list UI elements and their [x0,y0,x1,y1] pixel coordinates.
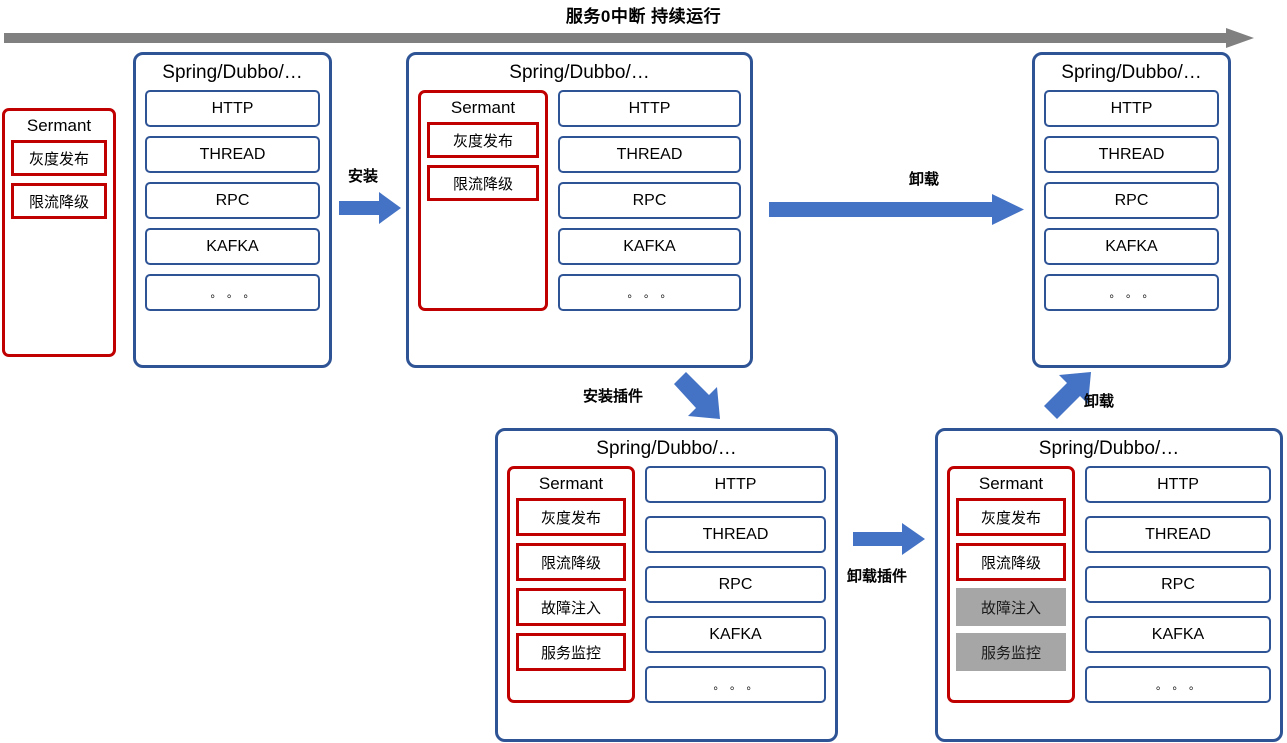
plugin-rate-limit[interactable]: 限流降级 [956,543,1066,581]
arrow-label-install-plugin: 安装插件 [583,388,644,405]
sermant-box: Sermant 灰度发布 限流降级 [418,90,548,311]
sermant-box: Sermant 灰度发布 限流降级 故障注入 服务监控 [507,466,635,703]
arrow-label-uninstall: 卸载 [909,171,940,188]
module-list: HTTP THREAD RPC KAFKA 。。。 [558,90,741,311]
plugin-gray-release[interactable]: 灰度发布 [956,498,1066,536]
module-http: HTTP [145,90,320,127]
module-more: 。。。 [1085,666,1271,703]
install-plugin-arrow-icon [674,372,720,419]
app-title: Spring/Dubbo/… [596,438,737,459]
module-kafka: KAFKA [645,616,826,653]
sermant-title: Sermant [26,116,92,135]
module-kafka: KAFKA [145,228,320,265]
plugin-gray-release[interactable]: 灰度发布 [11,140,107,176]
plugin-service-monitor[interactable]: 服务监控 [516,633,626,671]
arrow-label-install: 安装 [348,168,379,185]
module-list: HTTP THREAD RPC KAFKA 。。。 [145,90,320,311]
plugin-fault-injection[interactable]: 故障注入 [516,588,626,626]
plugin-service-monitor-disabled[interactable]: 服务监控 [956,633,1066,671]
module-thread: THREAD [1085,516,1271,553]
module-more: 。。。 [645,666,826,703]
app-container-four-plugins: Spring/Dubbo/… Sermant 灰度发布 限流降级 故障注入 服务… [495,428,838,742]
sermant-title: Sermant [450,98,516,117]
module-rpc: RPC [645,566,826,603]
uninstall-plugin-arrow-icon [853,523,925,555]
continuous-operation-timeline-arrow [4,28,1254,48]
plugin-fault-injection-disabled[interactable]: 故障注入 [956,588,1066,626]
app-container-plain-right: Spring/Dubbo/… HTTP THREAD RPC KAFKA 。。。 [1032,52,1231,368]
sermant-title: Sermant [978,474,1044,493]
module-kafka: KAFKA [1085,616,1271,653]
module-thread: THREAD [145,136,320,173]
plugin-rate-limit[interactable]: 限流降级 [11,183,107,219]
page-title: 服务0中断 持续运行 [565,7,722,26]
module-list: HTTP THREAD RPC KAFKA 。。。 [1085,466,1271,703]
module-kafka: KAFKA [1044,228,1219,265]
sermant-box: Sermant 灰度发布 限流降级 故障注入 服务监控 [947,466,1075,703]
app-container-plain-left: Spring/Dubbo/… HTTP THREAD RPC KAFKA 。。。 [133,52,332,368]
module-rpc: RPC [1085,566,1271,603]
module-more: 。。。 [1044,274,1219,311]
plugin-rate-limit[interactable]: 限流降级 [427,165,539,201]
uninstall-arrow-icon [769,194,1024,225]
app-container-with-sermant: Spring/Dubbo/… Sermant 灰度发布 限流降级 HTTP TH… [406,52,753,368]
module-rpc: RPC [145,182,320,219]
app-title: Spring/Dubbo/… [162,62,303,83]
sermant-title: Sermant [538,474,604,493]
app-title: Spring/Dubbo/… [509,62,650,83]
module-http: HTTP [558,90,741,127]
module-http: HTTP [1044,90,1219,127]
app-container-plugins-disabled: Spring/Dubbo/… Sermant 灰度发布 限流降级 故障注入 服务… [935,428,1283,742]
module-kafka: KAFKA [558,228,741,265]
module-list: HTTP THREAD RPC KAFKA 。。。 [1044,90,1219,311]
app-title: Spring/Dubbo/… [1038,438,1180,459]
module-thread: THREAD [558,136,741,173]
standalone-sermant-box: Sermant 灰度发布 限流降级 [2,108,116,357]
module-thread: THREAD [645,516,826,553]
module-list: HTTP THREAD RPC KAFKA 。。。 [645,466,826,703]
arrow-label-uninstall-plugin: 卸载插件 [847,568,908,585]
plugin-rate-limit[interactable]: 限流降级 [516,543,626,581]
plugin-gray-release[interactable]: 灰度发布 [427,122,539,158]
arrow-label-uninstall-bottom: 卸载 [1084,393,1115,410]
module-more: 。。。 [558,274,741,311]
module-http: HTTP [645,466,826,503]
module-rpc: RPC [558,182,741,219]
module-more: 。。。 [145,274,320,311]
app-title: Spring/Dubbo/… [1061,62,1202,83]
module-http: HTTP [1085,466,1271,503]
install-arrow-icon [339,192,401,224]
module-thread: THREAD [1044,136,1219,173]
uninstall-bottom-arrow-icon [1044,372,1091,419]
module-rpc: RPC [1044,182,1219,219]
plugin-gray-release[interactable]: 灰度发布 [516,498,626,536]
